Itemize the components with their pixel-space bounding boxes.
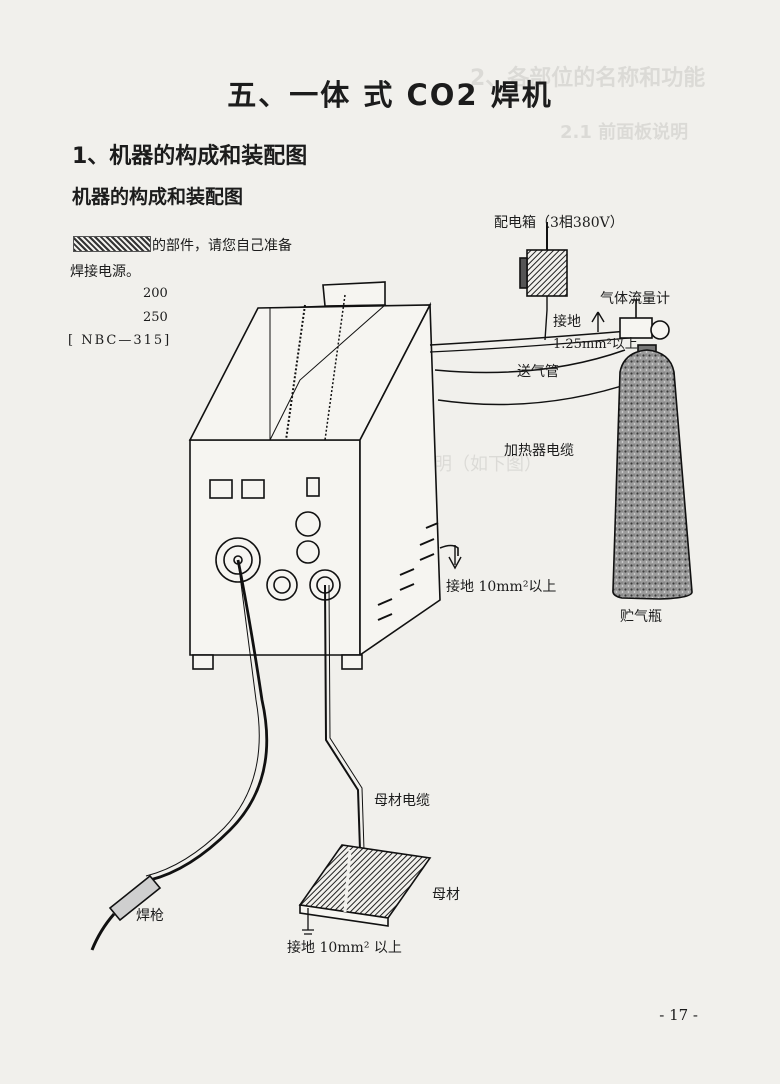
- welding-torch: [90, 874, 162, 951]
- label-base-cable: 母材电缆: [374, 793, 430, 809]
- show-through-heading: 2、各部位的名称和功能: [470, 66, 706, 91]
- label-ground-bottom: 接地 10mm² 以上: [287, 940, 402, 956]
- model-number: [ NBC—315]: [68, 333, 172, 348]
- label-ground-small-title: 接地: [553, 314, 581, 330]
- label-heater-cable: 加热器电缆: [504, 443, 574, 459]
- show-through-subheading: 2.1 前面板说明: [560, 122, 689, 143]
- hatch-legend-swatch: [73, 236, 151, 252]
- gas-cylinder: [612, 344, 693, 600]
- page-title: 五、一体 式 CO2 焊机: [227, 78, 553, 112]
- gas-flowmeter: [619, 299, 670, 340]
- label-base-metal: 母材: [432, 887, 460, 903]
- label-power-box: 配电箱（3相380V）: [494, 215, 624, 231]
- label-ground-right: 接地 10mm²以上: [446, 579, 557, 595]
- section-heading: 1、机器的构成和装配图: [72, 144, 308, 169]
- subsection-heading: 机器的构成和装配图: [72, 186, 244, 208]
- page-number: - 17 -: [659, 1006, 698, 1024]
- label-flowmeter: 气体流量计: [600, 291, 670, 307]
- label-cylinder: 贮气瓶: [620, 609, 662, 625]
- spec-200: 200: [143, 286, 168, 301]
- spec-250: 250: [143, 310, 168, 325]
- power-source-text: 焊接电源。: [70, 264, 140, 280]
- label-gas-hose: 送气管: [517, 364, 559, 380]
- label-ground-small-value: 1.25mm²以上: [553, 337, 638, 352]
- power-distribution-box: [519, 222, 568, 341]
- label-torch: 焊枪: [136, 908, 164, 924]
- base-metal-plate: [298, 844, 432, 927]
- welder-machine: [188, 281, 459, 670]
- hatch-legend-text: 的部件，请您自己准备: [152, 238, 292, 254]
